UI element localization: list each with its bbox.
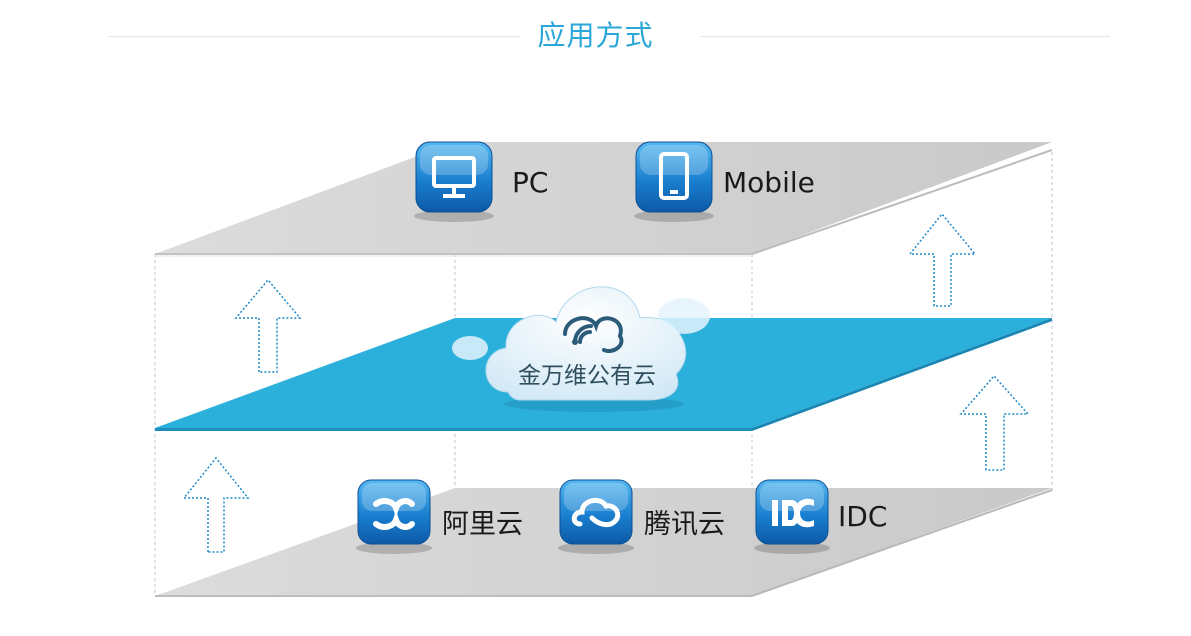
pc-tile xyxy=(414,141,494,222)
top-item-pc-label: PC xyxy=(512,166,549,199)
up-arrows xyxy=(182,212,1030,553)
arrow-up-right-lower xyxy=(959,374,1030,471)
page-title: 应用方式 xyxy=(0,14,1191,54)
tencent-cloud-icon xyxy=(571,497,621,528)
tablet-icon xyxy=(659,152,689,200)
mobile-tile xyxy=(634,141,714,222)
monitor-icon xyxy=(432,156,476,198)
aliyun-icon xyxy=(373,498,415,530)
cloud-label: 金万维公有云 xyxy=(518,363,656,389)
aliyun-tile xyxy=(356,479,432,554)
title-line-left xyxy=(108,36,526,37)
arrow-up-left-upper xyxy=(234,278,302,373)
arrow-up-left-lower xyxy=(182,456,250,553)
top-plate xyxy=(155,142,1053,257)
cloud-icon xyxy=(452,286,710,412)
bottom-item-idc-label: IDC xyxy=(838,500,888,533)
top-item-mobile-label: Mobile xyxy=(723,166,815,199)
bottom-item-tencent-label: 腾讯云 xyxy=(644,509,725,540)
tencent-tile xyxy=(558,479,634,554)
idc-icon xyxy=(772,498,814,528)
title-line-right xyxy=(700,36,1110,37)
idc-tile xyxy=(754,479,830,554)
bottom-item-aliyun-label: 阿里云 xyxy=(442,509,523,540)
arrow-up-right-upper xyxy=(908,212,977,307)
